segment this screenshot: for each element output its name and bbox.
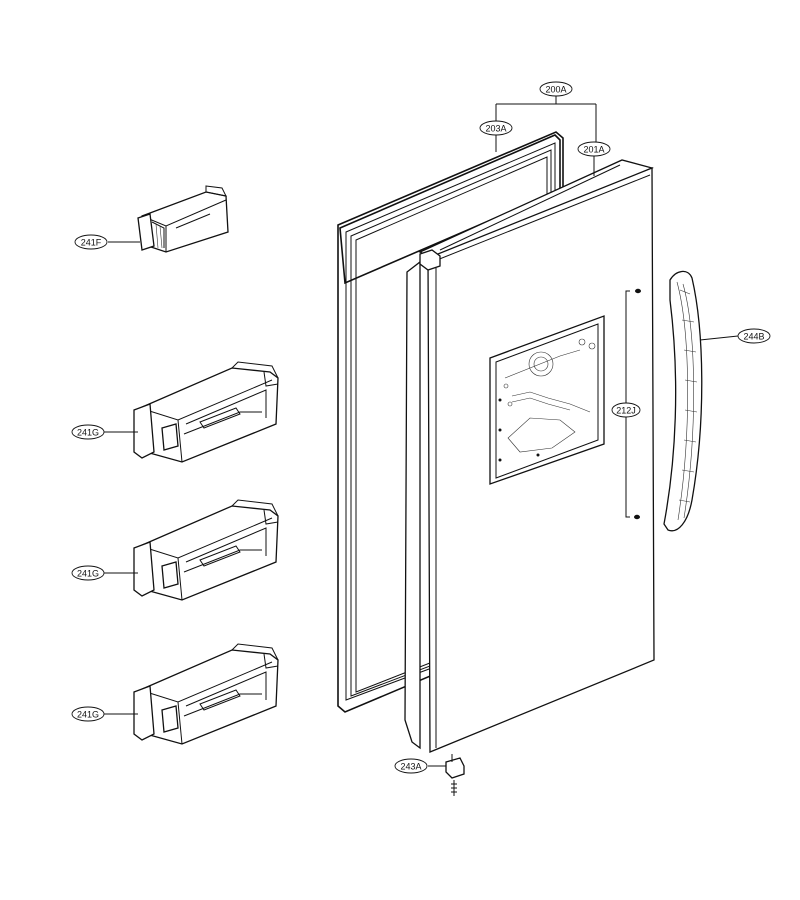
callout-203A-label: 203A <box>485 124 506 134</box>
large-door-bin-1 <box>133 361 279 463</box>
small-door-bin <box>137 185 229 253</box>
large-door-bin-3 <box>133 643 279 745</box>
callout-212J: 212J <box>611 402 641 418</box>
large-door-bin-2 <box>133 499 279 601</box>
callout-241G-3: 241G <box>71 706 105 722</box>
callout-200A: 200A <box>539 81 573 97</box>
callout-243A: 243A <box>394 758 428 774</box>
callout-241G-2-label: 241G <box>77 569 99 579</box>
callout-203A: 203A <box>479 120 513 136</box>
callout-201A: 201A <box>577 141 611 157</box>
leader-lines <box>104 96 739 767</box>
callout-243A-label: 243A <box>400 762 421 772</box>
bottom-hinge <box>445 754 465 796</box>
callout-241G-2: 241G <box>71 565 105 581</box>
callout-241F: 241F <box>74 234 108 250</box>
door-handle <box>663 270 703 532</box>
callout-241G-3-label: 241G <box>77 710 99 720</box>
callout-212J-label: 212J <box>616 406 636 416</box>
callout-244B: 244B <box>737 328 771 344</box>
dispenser-recess <box>489 315 605 485</box>
callout-244B-label: 244B <box>743 332 764 342</box>
callout-241G-1: 241G <box>71 424 105 440</box>
callout-241G-1-label: 241G <box>77 428 99 438</box>
callout-241F-label: 241F <box>81 238 102 248</box>
callout-200A-label: 200A <box>545 85 566 95</box>
callout-201A-label: 201A <box>583 145 604 155</box>
